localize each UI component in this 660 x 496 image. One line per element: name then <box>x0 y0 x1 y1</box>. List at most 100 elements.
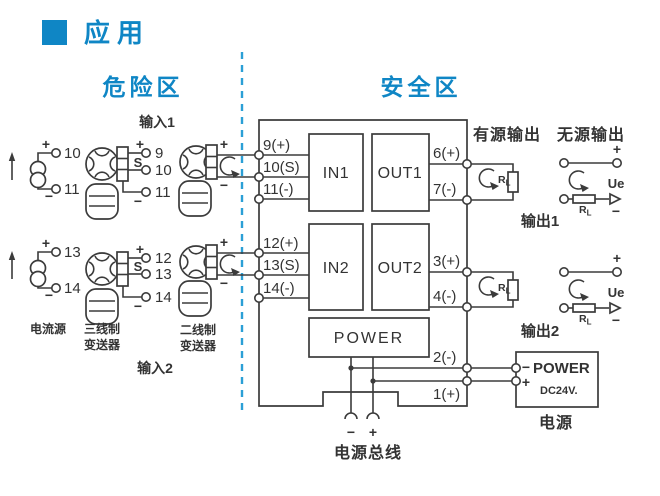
wire <box>122 286 142 298</box>
terminal-13-circle <box>254 269 265 280</box>
terminal-circle <box>611 158 622 169</box>
terminal-circle <box>50 247 61 258</box>
terminal-number: 13 <box>64 244 81 261</box>
terminal-circle <box>141 148 152 159</box>
arrow-head-icon <box>8 251 16 260</box>
transmitter-body <box>85 288 119 325</box>
plus-sign: + <box>42 136 50 152</box>
bus-connector-arc <box>366 412 380 420</box>
terminal-circle <box>558 302 569 313</box>
minus-sign: − <box>134 298 142 314</box>
terminal-circle <box>141 187 152 198</box>
terminal-number: 10 <box>64 145 81 162</box>
transmitter-body <box>178 280 212 317</box>
terminal-2-label: 2(-) <box>433 349 456 366</box>
terminal-12-label: 12(+) <box>263 235 298 252</box>
input2-two-wire-transmitter: + − <box>178 234 255 317</box>
current-loop-arrow-icon <box>219 156 241 179</box>
rl-sub: L <box>587 318 592 327</box>
terminal-number: 14 <box>155 289 172 306</box>
transmitter-body <box>178 180 212 217</box>
terminal-9-circle <box>254 150 265 161</box>
current-loop-arrow-icon <box>478 168 500 191</box>
rl-r: R <box>579 204 587 216</box>
signal-sign: S <box>134 259 143 274</box>
rl-label: RL <box>579 313 592 327</box>
terminal-number: 12 <box>155 250 172 267</box>
block-in1-label: IN1 <box>323 165 349 182</box>
transmitter-terminal-block <box>116 146 129 182</box>
resistor-rl <box>572 303 596 313</box>
plus-sign: + <box>136 136 144 152</box>
wire <box>471 192 514 201</box>
input2-three-wire-transmitter: + S − 12 13 14 <box>85 241 172 325</box>
current-loop-arrow-icon <box>478 276 500 299</box>
transmitter-body <box>85 183 119 220</box>
resistor-rl <box>572 194 596 204</box>
rl-sub: L <box>506 179 511 188</box>
terminal-6-circle <box>461 159 472 170</box>
terminal-10-label: 10(S) <box>263 159 300 176</box>
terminal-number: 14 <box>64 280 81 297</box>
passive-output-label: 无源输出 <box>556 125 625 144</box>
three-wire-label-line1: 三线制 <box>84 321 120 336</box>
bus-plus-sign: + <box>369 424 377 440</box>
wire <box>37 251 52 261</box>
psu-plus-terminal <box>510 375 521 386</box>
bus-minus-sign: − <box>347 424 355 440</box>
plus-sign: + <box>220 136 228 152</box>
psu-plus-sign: + <box>522 374 530 390</box>
transmitter-terminal-block <box>116 251 129 287</box>
block-out1 <box>371 133 430 212</box>
terminal-7-label: 7(-) <box>433 181 456 198</box>
plus-sign: + <box>613 141 621 157</box>
rl-r: R <box>498 282 506 294</box>
minus-sign: − <box>612 203 620 219</box>
power-supply: − + POWER DC24V. 电源 <box>471 351 599 432</box>
terminal-circle <box>141 165 152 176</box>
terminal-circle <box>50 282 61 293</box>
rl-sub: L <box>506 287 511 296</box>
transmitter-terminal-block <box>205 144 218 180</box>
current-source-icon <box>29 270 47 288</box>
terminal-2-circle <box>461 362 472 373</box>
transmitter-head <box>85 252 119 286</box>
minus-sign: − <box>612 312 620 328</box>
terminal-circle <box>558 194 569 205</box>
psu-voltage: DC24V. <box>540 385 578 397</box>
plus-sign: + <box>42 235 50 251</box>
hazardous-zone: 输入1 + − 10 11 + S <box>8 114 255 376</box>
psu-label: 电源 <box>539 413 573 432</box>
terminal-11-circle <box>254 194 265 205</box>
terminal-circle <box>558 158 569 169</box>
power-bus: 2(-) 1(+) − + 电源总线 <box>334 349 472 462</box>
isolator-module: IN1 OUT1 IN2 OUT2 POWER 9(+) 10(S) 11(-)… <box>254 119 472 407</box>
power-supply-box <box>515 351 599 408</box>
terminal-circle <box>558 266 569 277</box>
output2-passive-load: + Ue RL − <box>558 250 624 328</box>
psu-minus-sign: − <box>522 359 530 375</box>
terminal-3-circle <box>461 266 472 277</box>
current-loop-arrow-icon <box>568 279 590 302</box>
terminal-circle <box>50 184 61 195</box>
block-in1 <box>308 133 364 212</box>
rl-label: RL <box>498 282 511 296</box>
rl-label: RL <box>498 174 511 188</box>
wire <box>37 152 52 162</box>
block-power <box>308 317 430 358</box>
wire <box>471 163 514 172</box>
terminal-number: 10 <box>155 162 172 179</box>
block-in2-label: IN2 <box>323 260 349 277</box>
input1-current-source: + − 10 11 <box>8 136 81 204</box>
input1-three-wire-transmitter: + S − 9 10 11 <box>85 136 172 220</box>
terminal-14-label: 14(-) <box>263 280 295 297</box>
component-labels: 电流源 三线制 变送器 二线制 变送器 <box>30 321 217 353</box>
psu-title: POWER <box>533 360 590 377</box>
safe-zone-outputs: 有源输出 无源输出 RL + Ue RL − 输出1 <box>471 125 625 340</box>
terminal-10-circle <box>254 172 265 183</box>
rl-label: RL <box>579 204 592 218</box>
arrow-head-icon <box>8 152 16 161</box>
output2-label: 输出2 <box>521 322 559 340</box>
input2-label: 输入2 <box>137 360 173 376</box>
